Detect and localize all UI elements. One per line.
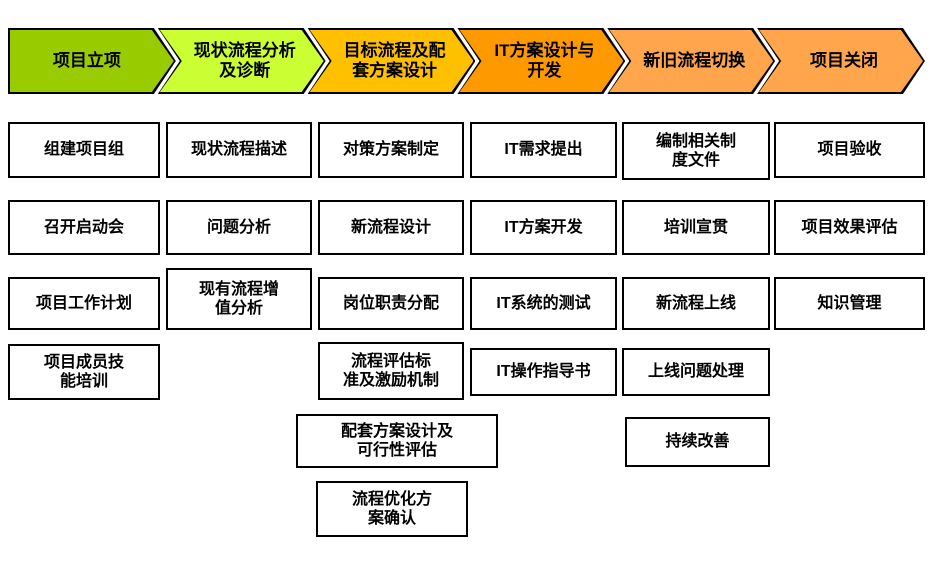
task-box-c1-r3: 项目工作计划 [8, 277, 160, 330]
phase-arrow-row: 项目立项 现状流程分析 及诊断 目标流程及配 套方案设计 IT方案设计与 开发 … [8, 28, 925, 94]
task-box-c3-r3: 岗位职责分配 [318, 277, 464, 330]
task-box-c3-r2: 新流程设计 [318, 200, 464, 255]
task-box-c3-r1: 对策方案制定 [318, 122, 464, 178]
task-box-c5-r4: 上线问题处理 [622, 348, 770, 396]
phase-label: 现状流程分析 及诊断 [193, 40, 296, 80]
task-box-c1-r2: 召开启动会 [8, 200, 160, 255]
task-box-c3-r5: 配套方案设计及 可行性评估 [296, 414, 498, 468]
task-box-c3-r4: 流程评估标 准及激励机制 [318, 342, 464, 400]
phase-label: 项目立项 [52, 50, 121, 70]
task-box-c5-r3: 新流程上线 [622, 277, 770, 330]
task-box-c2-r2: 问题分析 [166, 200, 312, 255]
arrow-fill [609, 30, 773, 92]
task-box-c6-r1: 项目验收 [774, 122, 925, 178]
phase-label: 新旧流程切换 [643, 50, 746, 70]
task-box-c2-r3: 现有流程增 值分析 [166, 268, 312, 330]
task-box-c5-r2: 培训宣贯 [622, 200, 770, 255]
arrow-fill [459, 30, 623, 92]
arrow-fill [310, 30, 474, 92]
phase-label: 目标流程及配 套方案设计 [343, 40, 446, 80]
phase-arrow-6: 项目关闭 [757, 28, 925, 94]
phase-arrow-2: 现状流程分析 及诊断 [158, 28, 326, 94]
phase-arrow-5: 新旧流程切换 [607, 28, 775, 94]
task-box-c4-r4: IT操作指导书 [470, 348, 617, 396]
task-box-c1-r4: 项目成员技 能培训 [8, 344, 160, 400]
phase-arrow-1: 项目立项 [8, 28, 176, 94]
arrow-fill [10, 30, 174, 92]
task-box-c6-r2: 项目效果评估 [774, 200, 925, 255]
task-box-c2-r1: 现状流程描述 [166, 122, 312, 178]
phase-arrow-4: IT方案设计与 开发 [457, 28, 625, 94]
phase-label: IT方案设计与 开发 [494, 40, 595, 80]
task-box-c4-r2: IT方案开发 [470, 200, 617, 255]
task-box-c5-r5: 持续改善 [625, 417, 770, 467]
task-box-c6-r3: 知识管理 [774, 277, 925, 330]
task-box-c4-r1: IT需求提出 [470, 122, 617, 178]
arrow-fill [759, 30, 923, 92]
task-box-c3-r6: 流程优化方 案确认 [316, 481, 468, 537]
phase-arrow-3: 目标流程及配 套方案设计 [308, 28, 476, 94]
arrow-fill [160, 30, 324, 92]
task-box-c5-r1: 编制相关制 度文件 [622, 122, 770, 180]
phase-label: 项目关闭 [810, 50, 879, 70]
task-box-c4-r3: IT系统的测试 [470, 277, 617, 330]
task-box-c1-r1: 组建项目组 [8, 122, 160, 178]
